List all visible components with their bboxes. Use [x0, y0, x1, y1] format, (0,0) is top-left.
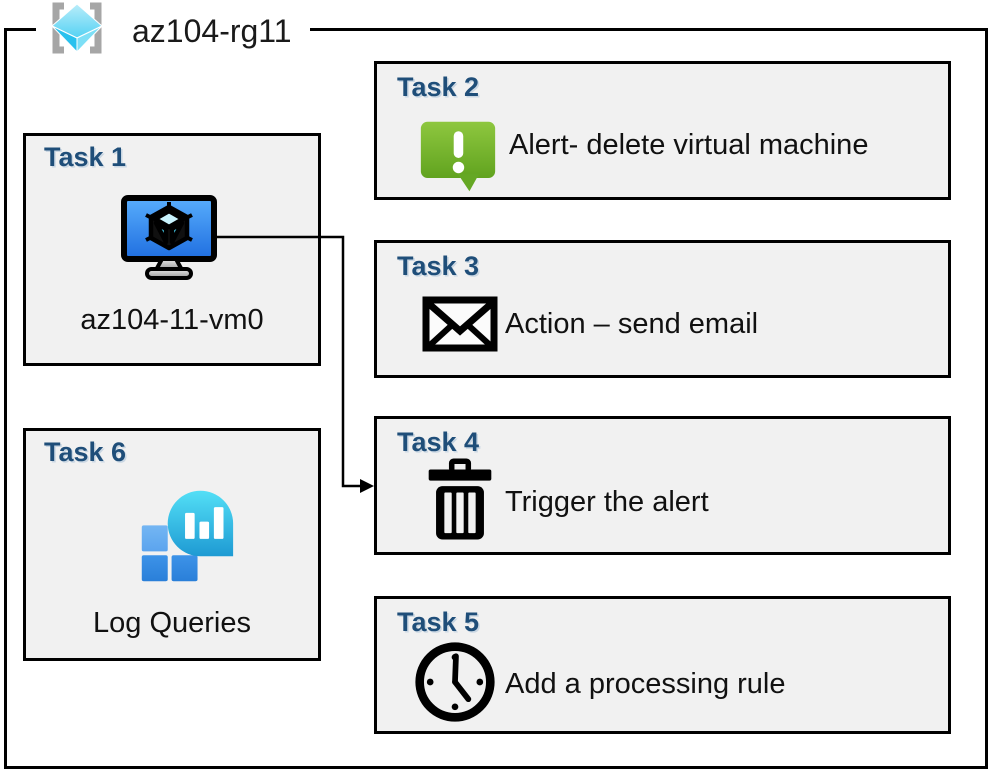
- task6-label: Task 6: [44, 437, 127, 467]
- task5-item-label: Add a processing rule: [505, 668, 786, 700]
- alert-icon: [418, 118, 498, 201]
- task-box-2: Task 2 Alert- delete virtual machine: [374, 61, 951, 200]
- task5-label: Task 5: [397, 607, 480, 637]
- clock-icon: [413, 639, 497, 730]
- task3-label: Task 3: [397, 251, 480, 281]
- email-icon: [422, 296, 498, 357]
- resource-group-header: az104-rg11: [36, 1, 310, 61]
- virtual-machine-icon: [120, 194, 218, 285]
- task3-item-label: Action – send email: [505, 308, 759, 340]
- task4-item-label: Trigger the alert: [505, 486, 709, 518]
- task2-item-label: Alert- delete virtual machine: [509, 129, 869, 161]
- task-box-4: Task 4 Trigger the alert: [374, 416, 951, 555]
- task-box-3: Task 3 Action – send email: [374, 240, 951, 378]
- task2-label: Task 2: [397, 72, 480, 102]
- resource-group-name: az104-rg11: [132, 12, 292, 49]
- task-box-5: Task 5 Add a processing rule: [374, 596, 951, 734]
- task1-label: Task 1: [44, 142, 127, 172]
- resource-group-icon: [44, 0, 110, 63]
- task-box-6: Task 6: [23, 428, 321, 661]
- task6-item-label: Log Queries: [93, 607, 251, 639]
- log-queries-icon: [136, 485, 236, 592]
- task-box-1: Task 1: [23, 133, 321, 366]
- task1-item-label: az104-11-vm0: [80, 304, 264, 336]
- trash-icon: [425, 456, 495, 547]
- task4-label: Task 4: [397, 427, 480, 457]
